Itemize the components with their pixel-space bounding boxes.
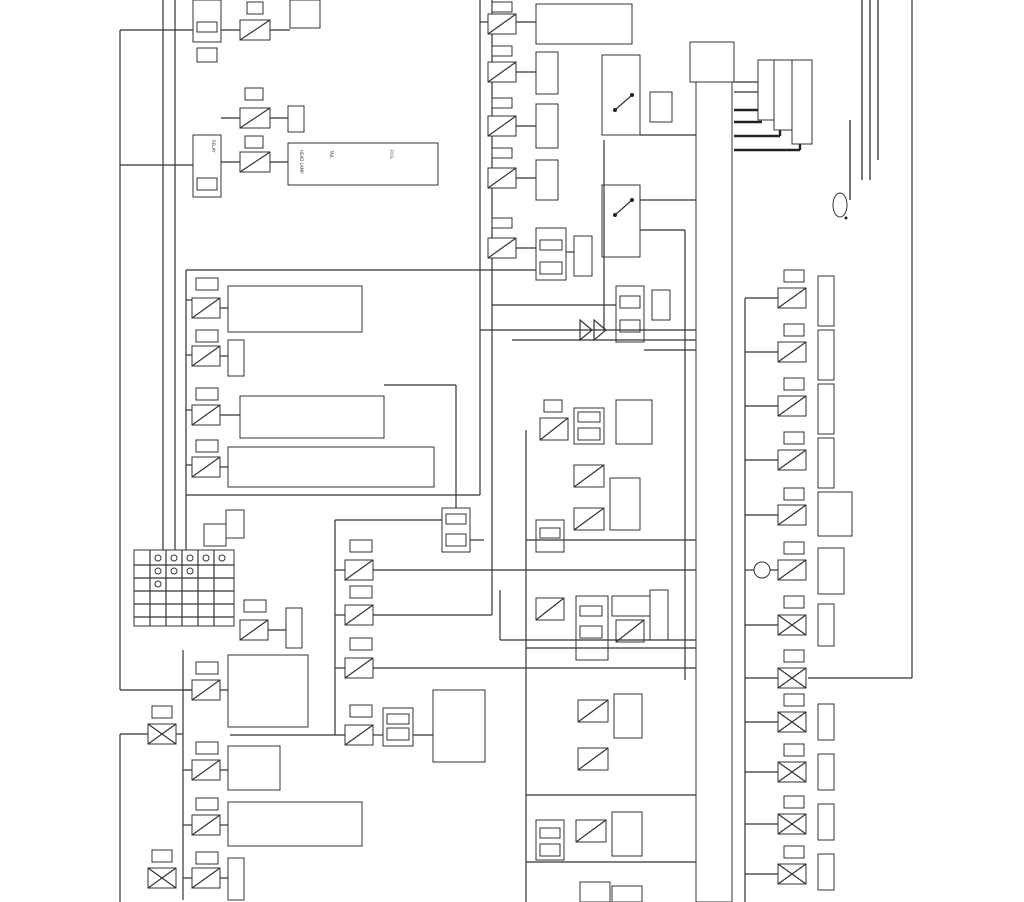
svg-text:HEAD LAMP: HEAD LAMP	[299, 150, 304, 174]
fusible-links-left	[119, 705, 183, 902]
right-bus	[744, 0, 913, 902]
svg-text:RELAY: RELAY	[211, 140, 216, 153]
relay-group-middle	[499, 399, 696, 902]
fuse-col-top-center	[480, 1, 633, 259]
fuse-row-3	[191, 387, 385, 439]
ignition-switch-table	[133, 509, 245, 627]
svg-text:FOG: FOG	[389, 150, 394, 159]
fuse-col-center	[344, 539, 700, 746]
fuse-row-1	[191, 277, 363, 333]
fuse-row-2	[191, 329, 245, 377]
left-bus	[119, 0, 540, 691]
fuse-row-7	[183, 741, 281, 791]
relay-cooling-fan	[384, 384, 484, 553]
relay-fuel-pump	[535, 227, 593, 281]
fuse-col-right	[745, 269, 853, 891]
relay-center	[382, 689, 486, 763]
control-module	[480, 41, 735, 902]
fuse-row-5	[239, 599, 303, 649]
relay-headlamp: RELAY HEAD LAMP TAIL FOG	[192, 87, 439, 198]
legend-notes	[832, 0, 879, 220]
fuse-row-9	[183, 851, 245, 901]
fuse-row-6	[182, 650, 309, 900]
relay-switches-top	[601, 54, 686, 680]
relay-ignition-top	[192, 0, 321, 63]
fuse-row-4	[191, 439, 435, 488]
svg-text:TAIL: TAIL	[329, 149, 334, 159]
fuse-row-8	[183, 797, 363, 847]
module-output-arrows	[734, 59, 813, 152]
